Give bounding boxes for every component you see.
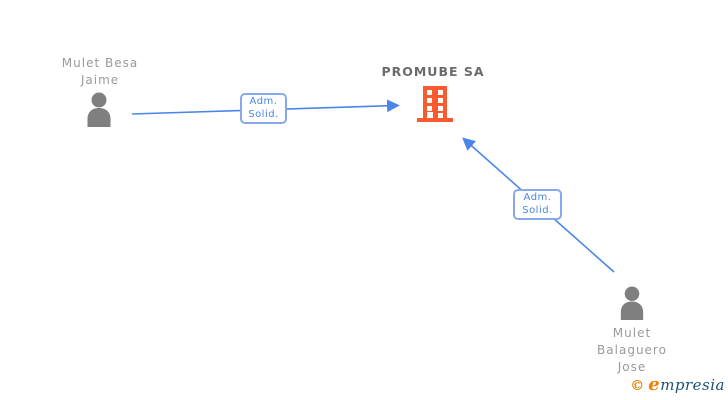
edge1-relation-line2: Solid.	[248, 108, 279, 120]
node-person2[interactable]: Mulet Balaguero Jose	[572, 325, 692, 376]
empresia-logo[interactable]: © empresia	[630, 374, 725, 395]
edge2-relation-line2: Solid.	[522, 204, 553, 216]
node-person1[interactable]: Mulet Besa Jaime	[40, 55, 160, 89]
company-building-icon[interactable]	[417, 86, 453, 122]
empresia-wordmark: empresia	[648, 374, 725, 395]
person1-icon[interactable]	[85, 92, 113, 127]
empresia-wordmark-rest: mpresia	[660, 376, 725, 394]
person2-name-line3: Jose	[617, 360, 647, 374]
copyright-icon: ©	[630, 378, 645, 394]
edge2-relation-line1: Adm.	[523, 192, 552, 203]
edge1-relation-label: Adm. Solid.	[240, 93, 287, 124]
empresia-wordmark-initial: e	[648, 374, 661, 395]
person1-name-line2: Jaime	[80, 73, 120, 87]
person1-name: Mulet Besa Jaime	[40, 55, 160, 89]
person2-name-line2: Balaguero	[597, 343, 667, 357]
person1-name-line1: Mulet Besa	[61, 56, 139, 70]
person2-name: Mulet Balaguero Jose	[572, 325, 692, 376]
edge2-relation-label: Adm. Solid.	[513, 189, 562, 220]
person2-icon[interactable]	[617, 286, 647, 320]
company-name: PROMUBE SA	[381, 64, 485, 79]
person2-name-line1: Mulet	[612, 326, 652, 340]
edge1-relation-line1: Adm.	[249, 96, 278, 107]
node-company[interactable]: PROMUBE SA	[373, 64, 493, 79]
